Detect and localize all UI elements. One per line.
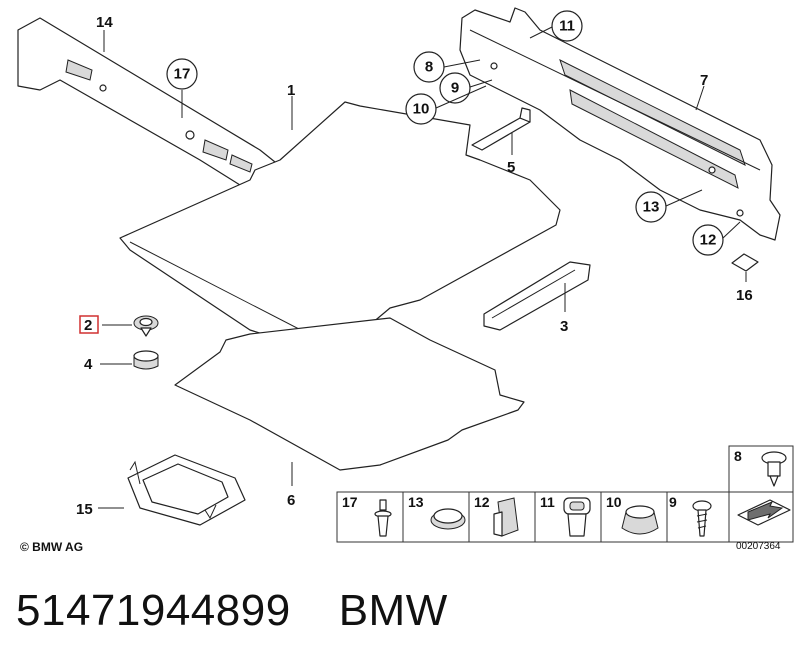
- legend-icon-arrow-symbol: [737, 499, 791, 526]
- part-7-rear-panel: [459, 7, 781, 241]
- copyright-notice: © BMW AG: [20, 540, 84, 554]
- legend-icon-expansion-nut: [563, 497, 591, 537]
- legend-label-9: 9: [669, 494, 677, 510]
- leader-12: [722, 221, 741, 239]
- callout-6: 6: [287, 492, 295, 509]
- callout-12: 12: [700, 232, 717, 249]
- callout-2: 2: [84, 317, 92, 334]
- legend-label-11: 11: [540, 494, 555, 510]
- leader-8: [443, 59, 481, 68]
- callout-11: 11: [559, 18, 575, 35]
- fastener-legend: 17 13 12 11 10 9 8: [336, 445, 794, 543]
- callout-5: 5: [507, 159, 515, 176]
- legend-icon-plug: [430, 508, 466, 530]
- legend-label-8: 8: [734, 448, 742, 464]
- legend-icon-rivet: [761, 451, 787, 487]
- legend-icon-screw: [692, 500, 712, 537]
- part-6-floor-panel: [174, 317, 525, 471]
- callout-16: 16: [736, 287, 753, 304]
- part-3-rail: [483, 261, 591, 331]
- legend-label-12: 12: [474, 494, 490, 510]
- parts-diagram: 14 17 1 6 15 2 4 5: [17, 7, 794, 543]
- callout-17: 17: [174, 66, 191, 83]
- part-4-cap: [133, 350, 159, 370]
- legend-icon-clip: [493, 497, 519, 537]
- callout-8-circle: [413, 51, 445, 83]
- callout-17-circle: [166, 58, 198, 90]
- leader-7: [695, 85, 705, 111]
- callout-12-circle: [692, 224, 724, 256]
- leader-11: [529, 26, 553, 39]
- part-15-frame: [127, 454, 246, 526]
- callout-7: 7: [700, 72, 708, 89]
- legend-label-13: 13: [408, 494, 424, 510]
- callout-10-circle: [405, 93, 437, 125]
- caption: 51471944899 BMW: [16, 586, 448, 636]
- diagram-code: 00207364: [736, 541, 781, 552]
- leader-10: [435, 85, 487, 109]
- part-5-bracket: [471, 107, 531, 151]
- callout-13-circle: [635, 191, 667, 223]
- legend-label-10: 10: [606, 494, 622, 510]
- callout-9: 9: [451, 80, 459, 97]
- callout-10: 10: [413, 101, 430, 118]
- callout-15: 15: [76, 501, 93, 518]
- leader-9: [469, 79, 493, 88]
- brand-name: BMW: [338, 586, 448, 635]
- part-2-grommet: [133, 315, 159, 337]
- leader-13: [665, 189, 703, 207]
- legend-label-17: 17: [342, 494, 358, 510]
- callout-14: 14: [96, 14, 113, 31]
- callout-3: 3: [560, 318, 568, 335]
- callout-8: 8: [425, 59, 433, 76]
- callout-11-circle: [551, 10, 583, 42]
- legend-icon-cap: [621, 505, 659, 535]
- callout-13: 13: [643, 199, 660, 216]
- callout-9-circle: [439, 72, 471, 104]
- callout-2-highlight-box: [79, 315, 99, 334]
- part-number: 51471944899: [16, 586, 291, 635]
- callout-1: 1: [287, 82, 295, 99]
- part-16-pad: [731, 253, 759, 272]
- callout-4: 4: [84, 356, 93, 373]
- legend-icon-push-pin: [374, 499, 392, 537]
